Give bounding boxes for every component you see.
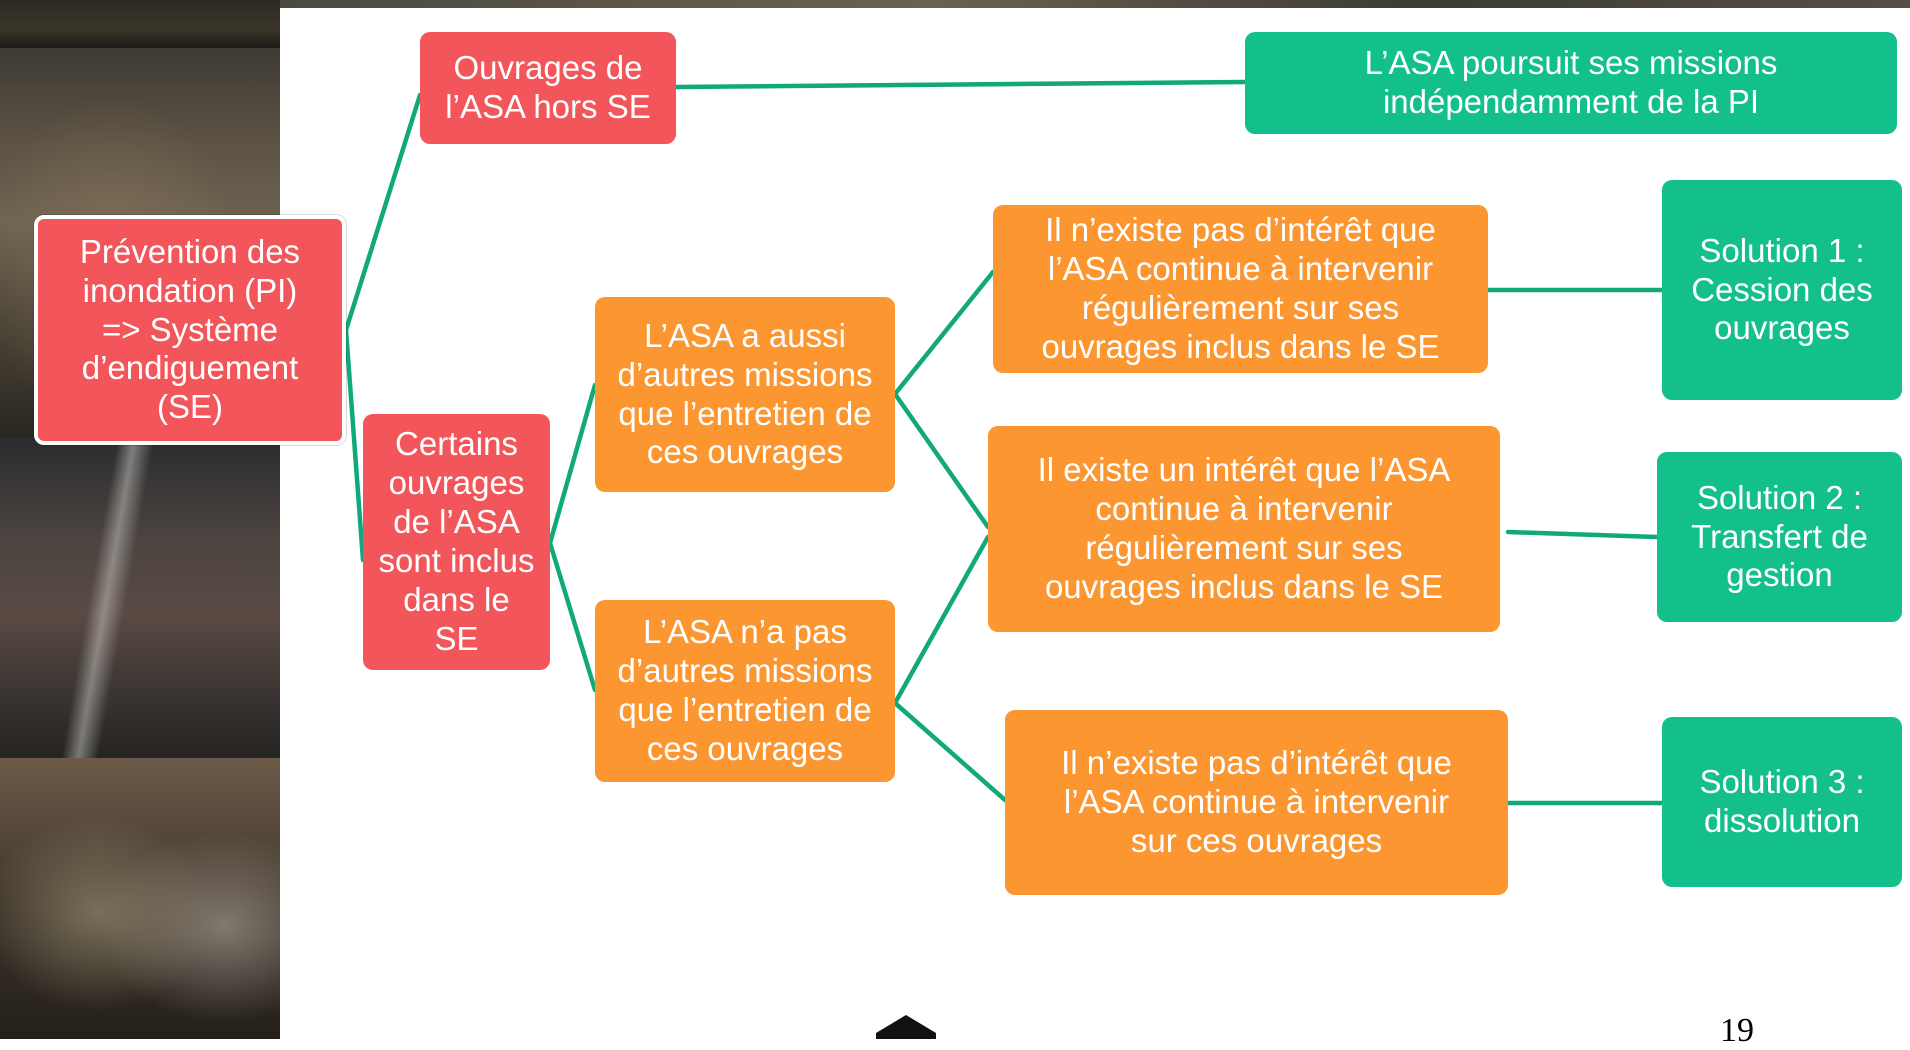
node-prevention-inondation: Prévention des inondation (PI) => Systèm… (34, 215, 346, 445)
node-solution-3: Solution 3 : dissolution (1662, 717, 1902, 887)
node-solution-2-text: Solution 2 : Transfert de gestion (1691, 478, 1868, 594)
node-solution-2: Solution 2 : Transfert de gestion (1657, 452, 1902, 622)
node-prevention-inondation-text: Prévention des inondation (PI) => Systèm… (79, 232, 301, 426)
node-pas-interet: Il n’existe pas d’intérêt que l’ASA cont… (1005, 710, 1508, 895)
node-pas-interet-regulier: Il n’existe pas d’intérêt que l’ASA cont… (993, 205, 1488, 373)
node-asa-poursuit-missions-text: L’ASA poursuit ses missions indépendamme… (1364, 44, 1778, 120)
node-asa-autres-missions-text: L’ASA a aussi d’autres missions que l’en… (617, 316, 873, 471)
connector-autres-pas-interet-reg (892, 269, 996, 397)
node-ouvrages-inclus-se-text: Certains ouvrages de l’ASA sont inclus d… (378, 425, 535, 657)
node-solution-1-text: Solution 1 : Cession des ouvrages (1691, 231, 1873, 347)
photo-pump-station (0, 758, 280, 1039)
page-number: 19 (1720, 1012, 1754, 1049)
connector-autres-interet-reg (892, 391, 991, 530)
node-pas-interet-regulier-text: Il n’existe pas d’intérêt que l’ASA cont… (1041, 211, 1440, 365)
connector-inclus-pas-autres (547, 540, 598, 693)
connector-root-inclus-se (343, 327, 366, 563)
node-asa-autres-missions: L’ASA a aussi d’autres missions que l’en… (595, 297, 895, 492)
node-interet-regulier-text: Il existe un intérêt que l’ASA continue … (1037, 451, 1451, 605)
connector-interet-reg-sol2 (1505, 529, 1660, 540)
node-ouvrages-hors-se-text: Ouvrages de l’ASA hors SE (445, 49, 651, 125)
connector-pas-autres-interet-reg (892, 534, 991, 706)
node-asa-pas-autres-missions: L’ASA n’a pas d’autres missions que l’en… (595, 600, 895, 782)
node-solution-1: Solution 1 : Cession des ouvrages (1662, 180, 1902, 400)
decorative-photo-strip (0, 0, 280, 1039)
node-solution-3-text: Solution 3 : dissolution (1699, 763, 1865, 839)
node-pas-interet-text: Il n’existe pas d’intérêt que l’ASA cont… (1061, 744, 1452, 859)
connector-inclus-autres (547, 382, 598, 546)
node-interet-regulier: Il existe un intérêt que l’ASA continue … (988, 426, 1500, 632)
node-asa-poursuit-missions: L’ASA poursuit ses missions indépendamme… (1245, 32, 1897, 134)
node-ouvrages-hors-se: Ouvrages de l’ASA hors SE (420, 32, 676, 144)
connector-root-hors-se (343, 92, 423, 333)
node-ouvrages-inclus-se: Certains ouvrages de l’ASA sont inclus d… (363, 414, 550, 670)
photo-river (0, 0, 280, 48)
connector-hors-se-mission (673, 79, 1248, 90)
connector-pas-autres-pas-interet (892, 700, 1008, 803)
decorative-top-strip (280, 0, 1910, 8)
logo-icon (876, 1015, 936, 1039)
node-asa-pas-autres-missions-text: L’ASA n’a pas d’autres missions que l’en… (617, 613, 873, 767)
photo-road-vineyard (0, 438, 280, 758)
